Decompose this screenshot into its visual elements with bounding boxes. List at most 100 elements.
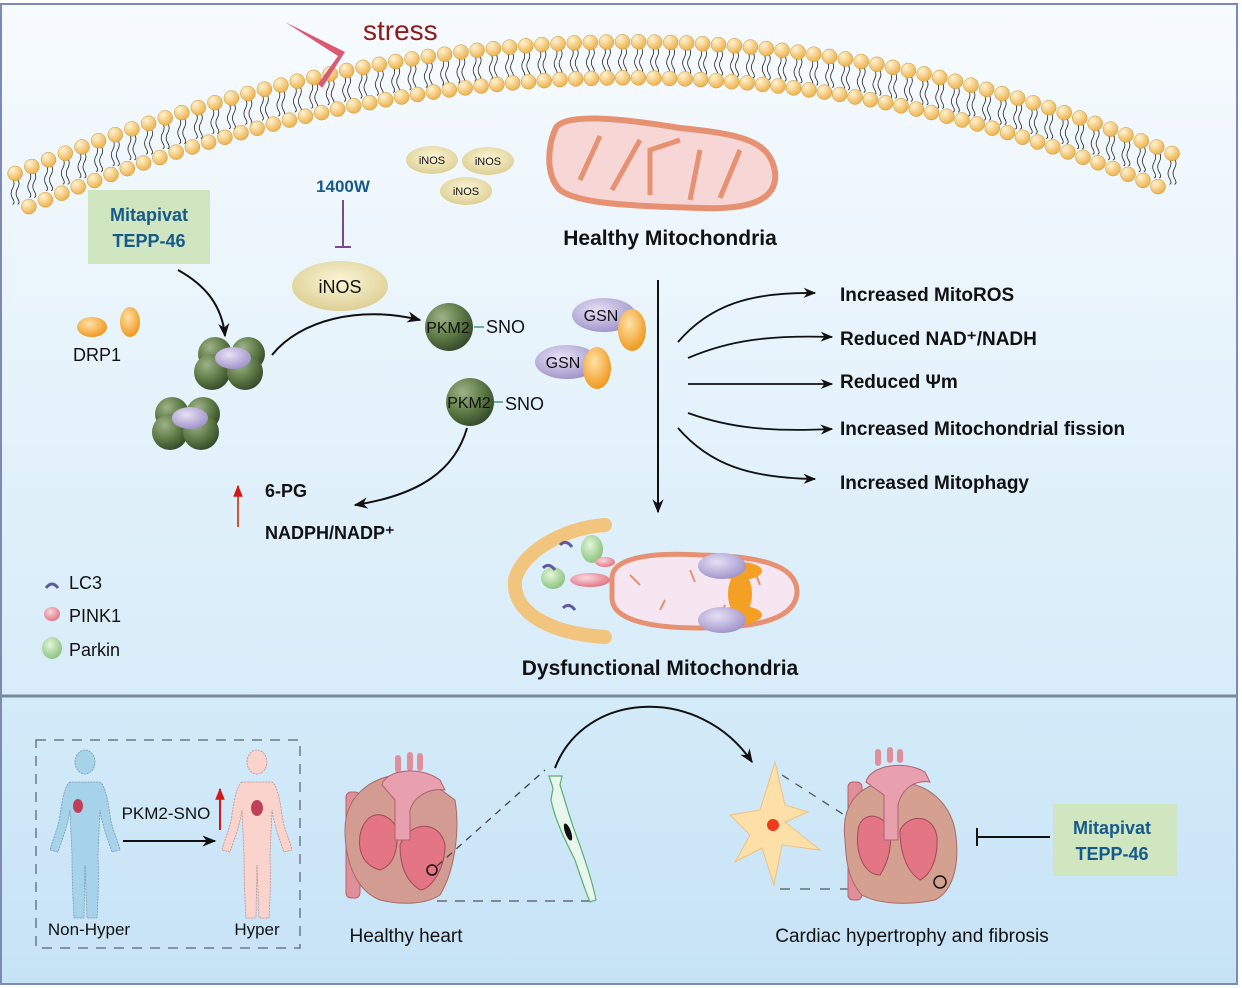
healthy-heart-icon (344, 752, 458, 904)
non-hyper-label: Non-Hyper (48, 920, 131, 939)
lipid-head (37, 192, 54, 208)
lipid-head (984, 120, 1001, 136)
lipid-tail (623, 46, 627, 74)
lipid-tail (655, 46, 659, 74)
lipid-tail (966, 89, 971, 117)
lipid-head (393, 89, 410, 105)
pkm2-tetramer-icon (194, 337, 265, 390)
conversion-arrow (271, 311, 422, 356)
lipid-tail (160, 122, 165, 150)
lipid-tail (198, 112, 203, 139)
lipid-head (999, 124, 1016, 141)
zoom-line (436, 769, 546, 867)
drug-box (88, 190, 210, 264)
lipid-head (1150, 178, 1166, 195)
lipid-head (774, 42, 790, 59)
lipid-tail (110, 139, 115, 167)
lipid-tail (1080, 122, 1085, 150)
lipid-tail (374, 69, 379, 96)
lipid-head (265, 116, 282, 132)
lipid-head (518, 38, 534, 54)
lipid-head (54, 185, 70, 201)
drug-name-line2: TEPP-46 (112, 231, 185, 251)
lipid-head (135, 155, 152, 171)
lipid-head (646, 34, 663, 50)
lipid-head (441, 82, 458, 98)
lipid-head (1148, 139, 1165, 155)
lipid-head (501, 39, 518, 55)
lipid-tail (232, 102, 236, 130)
lipid-head (249, 120, 265, 137)
gsn-label: GSN (584, 308, 619, 325)
lipid-tail (1028, 107, 1033, 135)
lipid-tail (935, 82, 940, 109)
pkm2-label: PKM2 (426, 320, 470, 337)
lipid-head (409, 86, 426, 103)
inos-cluster-label: iNOS (453, 186, 479, 198)
lipid-tail (841, 63, 845, 91)
lipid-tail (440, 58, 445, 86)
lipid-head (140, 115, 157, 132)
lipid-head (947, 73, 964, 89)
outcome-item: Reduced NAD⁺/NADH (840, 329, 1037, 350)
lipid-head (520, 73, 537, 90)
lipid-head (583, 70, 600, 87)
lipid-tail (82, 151, 87, 179)
lipid-head (361, 94, 378, 111)
inos-cluster-label: iNOS (475, 156, 501, 168)
drp1-label: DRP1 (73, 345, 121, 365)
lipid-tail (358, 72, 363, 99)
lipid-head (630, 34, 647, 50)
lipid-head (190, 99, 207, 116)
lipid-head (1120, 166, 1136, 183)
lipid-head (692, 71, 709, 88)
lipid-head (869, 56, 885, 73)
lipid-tail (987, 94, 991, 121)
outcome-arrow (687, 412, 834, 435)
lipid-head (969, 116, 985, 132)
healthy-mitochondrion-icon (546, 115, 779, 212)
lipid-head (598, 34, 615, 50)
lipid-tail (115, 139, 120, 167)
lipid-tail (1172, 158, 1177, 185)
lipid-tail (94, 145, 99, 173)
lipid-head (534, 36, 550, 53)
lipid-head (916, 66, 932, 82)
lipid-head (816, 84, 833, 100)
lipid-head (1014, 129, 1031, 145)
inos-icon (440, 177, 492, 205)
drug-name-line1: Mitapivat (110, 205, 188, 225)
lipid-tail (671, 47, 676, 74)
lipid-head (785, 80, 802, 96)
lipid-head (168, 144, 184, 160)
lipid-head (107, 126, 124, 143)
lipid-tail (49, 164, 53, 192)
lipid-head (371, 56, 388, 73)
lipid-head (884, 59, 901, 76)
lipid-head (790, 44, 806, 60)
drug-box-bottom (1053, 804, 1177, 876)
lipid-head (103, 166, 119, 183)
lipid-head (152, 149, 168, 166)
lipid-head (420, 48, 437, 65)
lipid-head (453, 44, 469, 60)
lipid-head (377, 92, 394, 108)
gsn-complex-icon (535, 345, 611, 389)
pkm2-sno-label: PKM2-SNO (122, 804, 211, 823)
pkm2-icon (446, 378, 494, 426)
lipid-tail (950, 86, 955, 113)
lipid-tail (521, 50, 526, 78)
lipid-head (770, 78, 786, 94)
lipid-head (1009, 90, 1026, 106)
lipid-head (425, 84, 442, 100)
lipid-head (200, 134, 217, 150)
lipid-head (1164, 145, 1180, 162)
lipid-head (40, 152, 57, 168)
lipid-head (404, 51, 420, 67)
inos-cluster: iNOS iNOS iNOS (406, 146, 514, 205)
population-box (35, 739, 301, 949)
cardiomyocyte-icon (548, 775, 597, 903)
lipid-tail (391, 66, 396, 93)
lipid-tail (472, 55, 477, 82)
